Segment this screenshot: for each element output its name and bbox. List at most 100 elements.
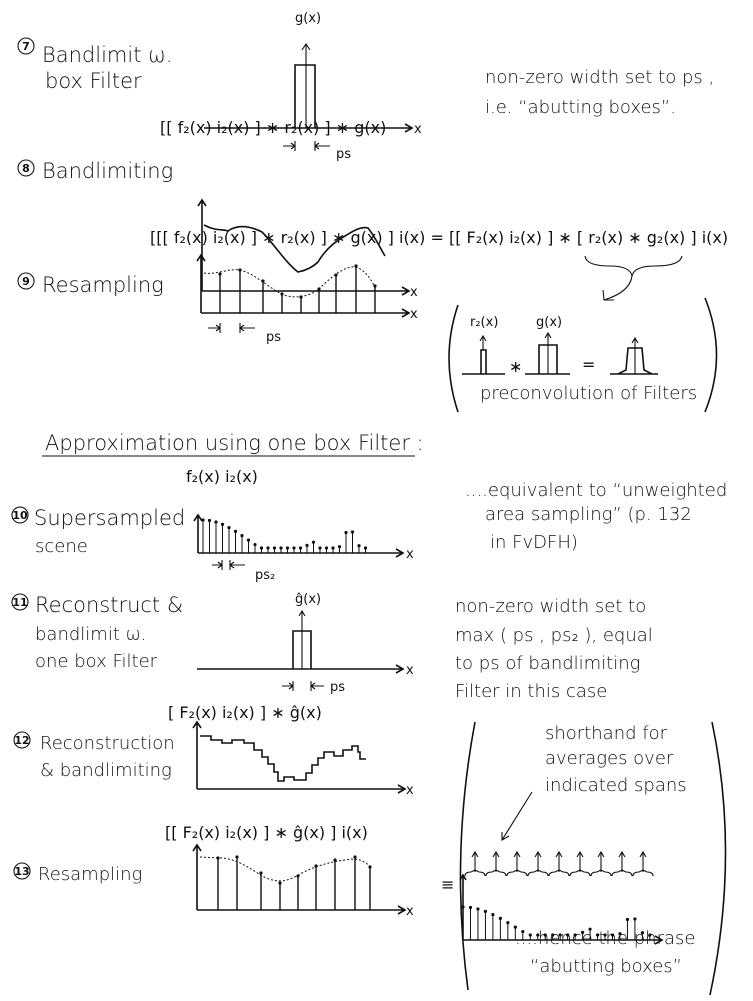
sample-stems: [216, 855, 372, 910]
step-number: 13: [14, 865, 29, 878]
staircase-curve: [200, 735, 366, 782]
up-arrow-icon: [611, 850, 633, 877]
axes: [192, 720, 407, 794]
axes: [192, 843, 407, 915]
sample-point: [311, 540, 316, 544]
step-number: 8: [22, 162, 30, 175]
filter-label: ĝ(x): [295, 592, 321, 607]
equals-symbol: =: [582, 355, 595, 374]
supersample-stems: [201, 518, 368, 553]
up-arrow-icon: [479, 334, 487, 350]
equivalence-symbol: ≡: [441, 875, 454, 894]
step-11: 11 Reconstruct & bandlimit ω. one box Fi…: [11, 592, 653, 702]
left-paren: [459, 721, 476, 991]
sample-point: [648, 933, 652, 937]
sample-point: [368, 865, 372, 869]
note: Filter in this case: [455, 681, 607, 702]
note: area sampling” (p. 132: [485, 504, 692, 525]
step-number-circle: [11, 506, 29, 524]
curved-arrow-icon: [602, 275, 633, 301]
left-paren: [448, 304, 459, 413]
sample-stems: [218, 264, 377, 313]
formula: [[ F₂(x) i₂(x) ] ∗ ĝ(x) ] i(x): [165, 823, 368, 842]
up-arrow-icon: [301, 43, 311, 128]
sample-point: [354, 264, 358, 268]
dotted-curve: [199, 856, 373, 882]
step-label: Supersampled: [34, 506, 185, 530]
sample-point: [292, 546, 296, 550]
sample-point: [543, 933, 547, 937]
step-label: Bandlimit ω.: [42, 43, 172, 67]
up-arrow-icon: [464, 850, 486, 877]
supersample-stems: [461, 905, 652, 940]
sample-point: [220, 522, 225, 526]
formula: [[ f₂(x) i₂(x) ] ∗ r₂(x) ] ∗ g(x): [160, 118, 386, 137]
step-number-circle: [13, 862, 31, 880]
sample-point: [573, 933, 577, 937]
sample-point: [238, 268, 242, 272]
step-13: [[ F₂(x) i₂(x) ] ∗ ĝ(x) ] i(x) 13 Resamp…: [13, 721, 727, 996]
axis-label: x: [414, 122, 422, 137]
sample-point: [279, 546, 283, 550]
sample-point: [280, 292, 284, 296]
step-number: 12: [14, 734, 29, 747]
step-12: [ F₂(x) i₂(x) ] ∗ ĝ(x) 12 Reconstruction…: [13, 703, 414, 798]
up-arrow-icon: [485, 850, 507, 877]
dotted-curve: [203, 266, 377, 298]
step-number: 10: [12, 509, 28, 522]
step-number: 11: [12, 596, 27, 609]
sample-point: [324, 546, 329, 550]
up-arrow-icon: [569, 850, 591, 877]
note: in FvDFH): [490, 532, 578, 553]
sample-point: [633, 917, 637, 921]
sample-point: [305, 543, 309, 547]
sample-point: [558, 933, 562, 937]
x-axis: [197, 664, 405, 674]
filter-label: r₂(x): [470, 315, 498, 330]
sample-point: [603, 933, 607, 937]
up-arrow-icon: [527, 850, 549, 877]
width-arrows: [283, 141, 330, 151]
note: to ps of bandlimiting: [455, 653, 640, 674]
sample-point: [551, 933, 555, 937]
sample-point: [566, 933, 570, 937]
axis-label: x: [406, 547, 414, 562]
sample-point: [259, 546, 264, 550]
caption: preconvolution of Filters: [480, 383, 697, 404]
note: ....equivalent to “unweighted: [465, 480, 727, 501]
sample-point: [476, 907, 480, 911]
step-label: bandlimit ω.: [35, 624, 146, 645]
sample-point: [318, 546, 322, 550]
sample-point: [317, 287, 321, 291]
r2-filter: [462, 349, 505, 375]
axis-label: x: [406, 783, 414, 798]
sample-point: [246, 538, 251, 542]
sample-point: [483, 909, 488, 913]
sample-point: [625, 917, 630, 922]
preconvolved-filter: [610, 347, 658, 375]
sample-point: [357, 544, 361, 548]
step-9: [[[ f₂(x) i₂(x) ] ∗ r₂(x) ] ∗ g(x) ] i(x…: [17, 228, 728, 413]
sample-point: [618, 932, 622, 936]
right-paren: [709, 721, 727, 996]
axes: [197, 198, 411, 296]
sample-point: [536, 933, 540, 937]
note: max ( ps , ps₂ ), equal: [455, 625, 653, 646]
width-arrows: [208, 323, 255, 333]
sample-point: [261, 279, 265, 283]
sample-point: [331, 546, 335, 550]
width-label: ps: [336, 147, 351, 162]
sample-point: [640, 931, 645, 935]
up-arrow-icon: [590, 850, 612, 877]
sample-point: [296, 874, 300, 878]
step-number-circle: [13, 731, 31, 749]
sample-point: [218, 272, 222, 276]
sample-point: [216, 856, 220, 860]
sample-point: [201, 518, 205, 522]
sample-point: [207, 518, 212, 523]
sample-point: [253, 542, 257, 547]
step-number: 7: [22, 40, 30, 53]
sample-point: [272, 546, 277, 550]
step-label: box Filter: [45, 69, 142, 93]
